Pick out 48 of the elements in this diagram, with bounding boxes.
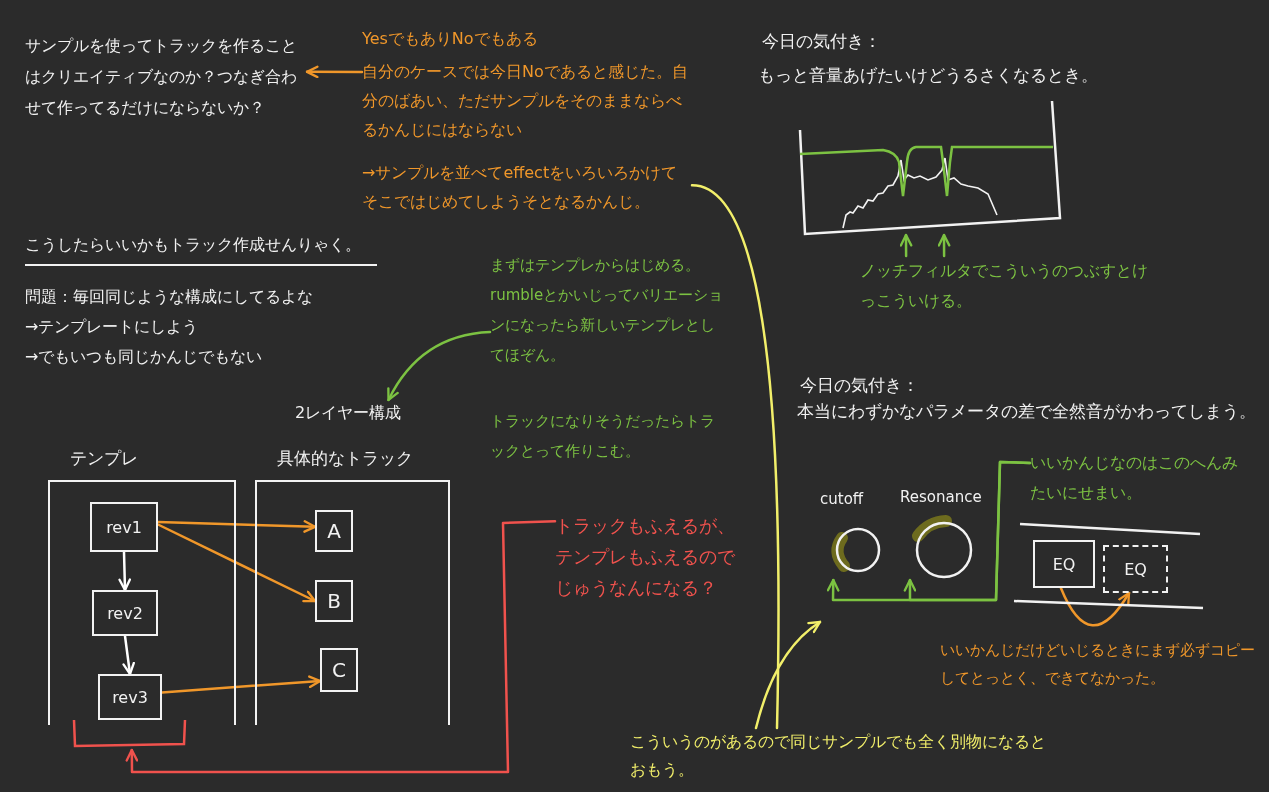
track-box: B: [315, 580, 353, 622]
question-text: サンプルを使ってトラックを作ることはクリエイティブなのか？つなぎ合わせて作ってるだけにならないか？: [25, 30, 307, 123]
note-text: トラックもふえるが、テンプレもふえるのでじゅうなんになる？: [555, 510, 745, 603]
note-text: ノッチフィルタでこういうのつぶすとけっこういける。: [860, 256, 1150, 316]
note-text: いいかんじなのはこのへんみたいにせまい。: [1030, 448, 1240, 508]
note-text: まずはテンプレからはじめる。rumbleとかいじってバリエーションになったら新しいテンプレとしてほぞん。: [490, 255, 725, 366]
note-text: こういうのがあるので同じサンプルでも全く別物になるとおもう。: [630, 728, 1050, 784]
arrow: [160, 675, 322, 694]
arrow: [156, 520, 317, 533]
track-box: C: [320, 648, 358, 692]
answer-text: 自分のケースでは今日Noであると感じた。自分のばあい、ただサンプルをそのままならべるかんじにはならない: [362, 61, 689, 141]
heading-text: こうしたらいいかもトラック作成せんりゃく。: [25, 232, 377, 266]
arrow: [122, 634, 135, 676]
effect-box: EQ: [1033, 540, 1095, 588]
arrow: [387, 330, 492, 402]
heading-text: 今日の気付き：: [762, 30, 882, 53]
connector-line: [690, 184, 780, 730]
track-box: A: [315, 510, 353, 552]
note-text: 問題：毎回同じような構成にしてるよな: [25, 286, 314, 308]
arrow: [118, 550, 132, 592]
bracket: [72, 718, 187, 750]
note-text: もっと音量あげたいけどうるさくなるとき。: [758, 64, 1099, 87]
knob-label: cutoff: [820, 490, 864, 508]
note-text: →でもいつも同じかんじでもない: [25, 346, 264, 368]
answer-text: YesでもありNoでもある: [362, 28, 539, 50]
heading-text: 今日の気付き：: [800, 374, 920, 397]
knob-label: Resonance: [900, 488, 982, 506]
spectrum-drawing: [798, 100, 1063, 235]
arrow: [125, 519, 557, 774]
column-heading: テンプレ: [70, 447, 138, 470]
answer-text: →サンプルを並べてeffectをいろいろかけてそこではじめてしようそとなるかんじ。: [362, 162, 679, 213]
arrow: [899, 233, 913, 258]
arrow: [305, 65, 364, 79]
column-heading: 具体的なトラック: [277, 447, 413, 470]
arrow: [156, 523, 317, 603]
note-text: トラックになりそうだったらトラックとって作りこむ。: [490, 411, 716, 462]
note-text: いいかんじだけどいじるときにまず必ずコピーしてとっとく、できてなかった。: [940, 640, 1255, 689]
version-box: rev2: [92, 590, 158, 636]
arrow: [754, 620, 822, 730]
arrow: [937, 233, 951, 258]
arrow: [1059, 586, 1131, 627]
version-box: rev1: [90, 502, 158, 552]
title-text: 2レイヤー構成: [295, 400, 405, 426]
note-text: 本当にわずかなパラメータの差で全然音がかわってしまう。: [797, 400, 1257, 423]
version-box: rev3: [98, 674, 162, 720]
note-text: →テンプレートにしよう: [25, 316, 200, 338]
arrow: [903, 460, 1032, 602]
effect-box: EQ: [1103, 545, 1168, 593]
